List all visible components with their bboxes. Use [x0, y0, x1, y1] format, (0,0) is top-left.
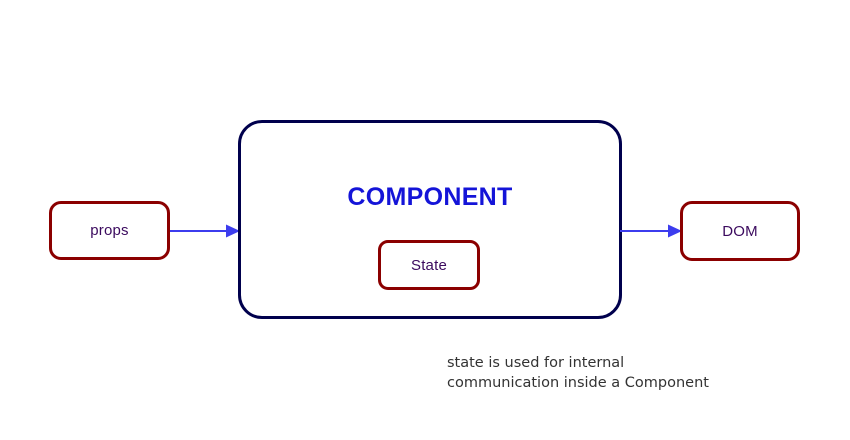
node-state[interactable]: State — [378, 240, 480, 290]
node-dom[interactable]: DOM — [680, 201, 800, 261]
arrow-component-to-dom — [620, 216, 682, 246]
node-props[interactable]: props — [49, 201, 170, 260]
node-state-label: State — [410, 256, 448, 274]
arrow-right-icon — [170, 224, 240, 238]
diagram-caption: state is used for internal communication… — [447, 355, 709, 391]
node-props-label: props — [90, 222, 129, 239]
arrow-props-to-component — [170, 216, 240, 246]
node-dom-label: DOM — [722, 222, 758, 240]
component-title: COMPONENT — [347, 183, 513, 211]
arrow-right-icon — [620, 224, 682, 238]
